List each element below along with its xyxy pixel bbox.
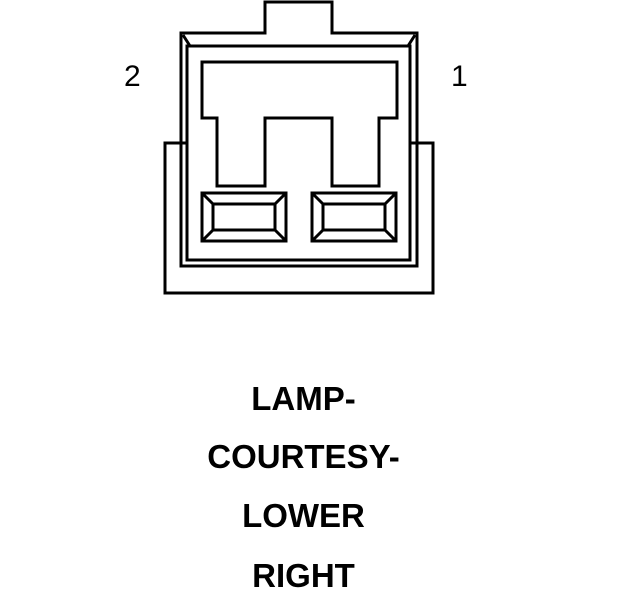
caption-line-courtesy: COURTESY- [207,438,400,475]
connector-housing-inner [185,44,412,262]
terminal-1 [310,191,398,243]
terminal-2 [200,191,288,243]
connector-housing-outline [179,0,419,268]
caption-line-lamp: LAMP- [251,380,356,417]
pin-label-2: 2 [124,60,141,93]
pin-label-1: 1 [451,60,468,93]
connector-diagram [163,0,435,295]
connector-cavity [200,60,399,188]
caption-line-right: RIGHT [252,557,355,594]
connector-shroud [163,141,435,295]
caption-line-lower: LOWER [242,497,365,534]
